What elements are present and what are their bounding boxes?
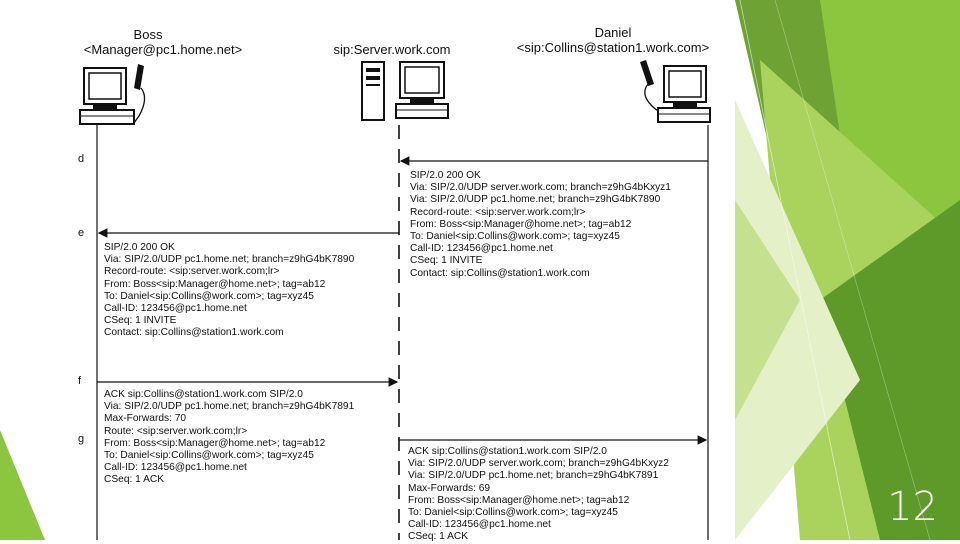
- green-triangle-left: [0, 430, 45, 540]
- slide-page-number: 12: [887, 484, 938, 530]
- daniel-name: Daniel: [594, 25, 632, 40]
- message-line: From: Boss<sip:Manager@home.net>; tag=ab…: [408, 494, 630, 506]
- message-line: Max-Forwards: 70: [104, 413, 187, 425]
- message-line: CSeq: 1 ACK: [104, 474, 165, 486]
- green-triangle-light: [735, 200, 800, 420]
- step-label-e: e: [78, 227, 85, 239]
- phone-computer-icon: [640, 60, 711, 123]
- message-line: Via: SIP/2.0/UDP pc1.home.net; branch=z9…: [410, 194, 661, 206]
- message-line: Via: SIP/2.0/UDP pc1.home.net; branch=z9…: [408, 470, 659, 482]
- message-line: Via: SIP/2.0/UDP pc1.home.net; branch=z9…: [104, 254, 355, 266]
- message-line: CSeq: 1 ACK: [408, 531, 469, 543]
- step-label-g: g: [78, 433, 85, 445]
- message-line: Via: SIP/2.0/UDP server.work.com; branch…: [410, 182, 671, 194]
- message-line: To: Daniel<sip:Collins@work.com>; tag=xy…: [104, 290, 314, 302]
- green-triangle-pale: [735, 100, 860, 540]
- message-line: Max-Forwards: 69: [408, 482, 491, 494]
- step-label-d: d: [78, 153, 85, 165]
- message-line: Call-ID: 123456@pc1.home.net: [408, 519, 551, 531]
- message-line: Via: SIP/2.0/UDP pc1.home.net; branch=z9…: [104, 401, 355, 413]
- message-line: To: Daniel<sip:Collins@work.com>; tag=xy…: [104, 449, 314, 461]
- message-line: CSeq: 1 INVITE: [104, 315, 177, 327]
- message-line: Record-route: <sip:server.work.com;lr>: [104, 266, 280, 278]
- green-triangle-deep: [820, 200, 960, 540]
- message-line: Via: SIP/2.0/UDP server.work.com; branch…: [408, 458, 669, 470]
- message-line: To: Daniel<sip:Collins@work.com>; tag=xy…: [408, 506, 618, 518]
- message-line: From: Boss<sip:Manager@home.net>; tag=ab…: [410, 218, 632, 230]
- daniel-uri: <sip:Collins@station1.work.com>: [516, 40, 710, 55]
- message-line: ACK sip:Collins@station1.work.com SIP/2.…: [104, 389, 303, 400]
- message-line: SIP/2.0 200 OK: [410, 170, 481, 181]
- message-d: SIP/2.0 200 OK Via: SIP/2.0/UDP server.w…: [410, 170, 671, 280]
- message-g: ACK sip:Collins@station1.work.com SIP/2.…: [408, 446, 669, 544]
- boss-uri: <Manager@pc1.home.net>: [83, 42, 243, 57]
- message-line: From: Boss<sip:Manager@home.net>; tag=ab…: [104, 278, 326, 290]
- boss-name: Boss: [133, 27, 163, 42]
- message-line: Route: <sip:server.work.com;lr>: [104, 425, 248, 437]
- message-e: SIP/2.0 200 OK Via: SIP/2.0/UDP pc1.home…: [104, 242, 354, 340]
- message-line: Call-ID: 123456@pc1.home.net: [104, 302, 247, 314]
- message-line: To: Daniel<sip:Collins@work.com>; tag=xy…: [410, 230, 620, 242]
- message-line: Contact: sip:Collins@station1.work.com: [104, 327, 284, 339]
- message-line: Call-ID: 123456@pc1.home.net: [104, 462, 247, 474]
- computer-phone-icon: [79, 64, 146, 125]
- server-uri: sip:Server.work.com: [333, 42, 451, 57]
- message-line: Record-route: <sip:server.work.com;lr>: [410, 206, 586, 218]
- step-label-f: f: [78, 375, 82, 387]
- message-line: CSeq: 1 INVITE: [410, 255, 483, 267]
- message-line: Contact: sip:Collins@station1.work.com: [410, 267, 590, 279]
- message-line: From: Boss<sip:Manager@home.net>; tag=ab…: [104, 437, 326, 449]
- server-computer-icon: [361, 61, 449, 121]
- message-line: ACK sip:Collins@station1.work.com SIP/2.…: [408, 446, 607, 457]
- message-f: ACK sip:Collins@station1.work.com SIP/2.…: [104, 389, 354, 487]
- message-line: Call-ID: 123456@pc1.home.net: [410, 243, 553, 255]
- message-line: SIP/2.0 200 OK: [104, 242, 175, 253]
